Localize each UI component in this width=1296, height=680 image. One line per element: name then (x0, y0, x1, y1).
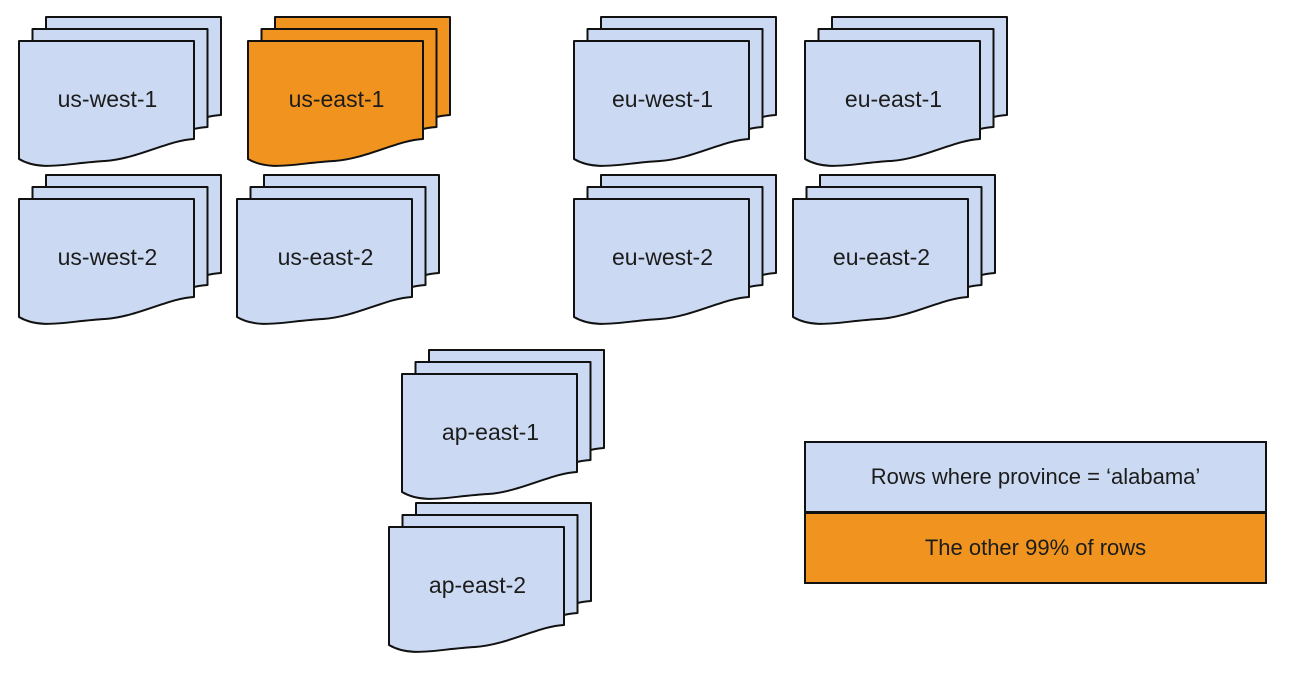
documents-icon (573, 174, 777, 325)
legend-label: The other 99% of rows (924, 535, 1147, 560)
documents-icon (236, 174, 440, 325)
region-stack-eu-east-1: eu-east-1 (804, 16, 1008, 171)
documents-icon (388, 502, 592, 653)
region-stack-us-east-2: us-east-2 (236, 174, 440, 329)
region-stack-ap-east-1: ap-east-1 (401, 349, 605, 504)
region-stack-ap-east-2: ap-east-2 (388, 502, 592, 657)
region-stack-eu-west-1: eu-west-1 (573, 16, 777, 171)
legend-item-alabama-rows: Rows where province = ‘alabama’ (806, 443, 1265, 514)
region-stack-us-west-1: us-west-1 (18, 16, 222, 171)
documents-icon (401, 349, 605, 500)
legend-item-other-rows: The other 99% of rows (806, 514, 1265, 582)
documents-icon (18, 16, 222, 167)
documents-icon (804, 16, 1008, 167)
documents-icon (18, 174, 222, 325)
region-stack-eu-east-2: eu-east-2 (792, 174, 996, 329)
region-stack-us-east-1: us-east-1 (247, 16, 451, 171)
documents-icon (247, 16, 451, 167)
legend: Rows where province = ‘alabama’ The othe… (804, 441, 1267, 584)
documents-icon (573, 16, 777, 167)
region-stack-us-west-2: us-west-2 (18, 174, 222, 329)
legend-label: Rows where province = ‘alabama’ (870, 464, 1201, 489)
region-stack-eu-west-2: eu-west-2 (573, 174, 777, 329)
documents-icon (792, 174, 996, 325)
